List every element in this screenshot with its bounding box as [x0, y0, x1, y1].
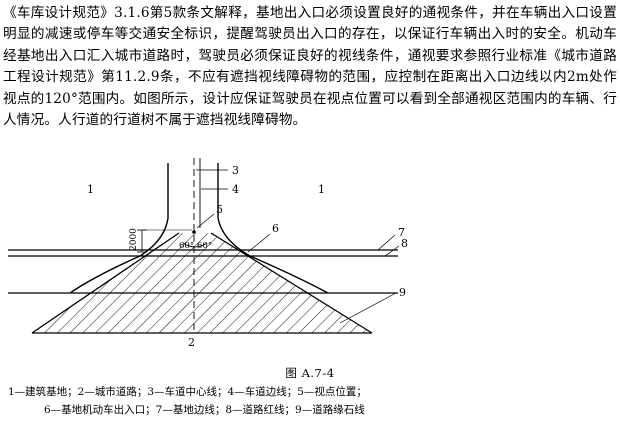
viewpoint-marker: [192, 230, 196, 234]
leader-6: [247, 233, 271, 253]
label-3: 3: [232, 164, 239, 177]
entrance-curve-left: [69, 163, 169, 294]
label-5: 5: [216, 203, 223, 216]
leader-7: [377, 234, 396, 251]
sight-triangle-area: [32, 233, 372, 333]
leader-5: [196, 213, 215, 229]
sightline-diagram: 1 1 3 4 5 6 7 8 9 2 2000 60° 60°: [8, 158, 408, 349]
angle-right-label: 60°: [197, 241, 212, 251]
figure-a7-4: 1 1 3 4 5 6 7 8 9 2 2000 60° 60° 图 A.7-4…: [0, 148, 620, 421]
legend-line-2: 6—基地机动车出入口；7—基地边线；8—道路红线；9—道路缘石线: [44, 404, 365, 416]
entrance-curve-right: [217, 163, 329, 294]
leader-8: [384, 245, 400, 257]
label-8: 8: [401, 237, 408, 250]
label-9: 9: [399, 286, 406, 299]
angle-arc: [182, 242, 208, 248]
dim-2000-label: 2000: [129, 228, 139, 251]
label-1-left: 1: [87, 183, 94, 196]
angle-left-label: 60°: [179, 241, 194, 251]
label-2: 2: [188, 336, 195, 349]
legend-line-1: 1—建筑基地；2—城市道路；3—车道中心线；4—车道边线；5—视点位置；: [8, 386, 367, 398]
label-1-right: 1: [318, 183, 325, 196]
figure-caption: 图 A.7-4: [285, 366, 335, 380]
label-7: 7: [398, 226, 405, 239]
label-4: 4: [232, 183, 239, 196]
leader-9: [339, 292, 397, 324]
explanation-paragraph: 《车库设计规范》3.1.6第5款条文解释，基地出入口必须设置良好的通视条件，并在…: [3, 5, 617, 129]
label-6: 6: [272, 222, 279, 235]
